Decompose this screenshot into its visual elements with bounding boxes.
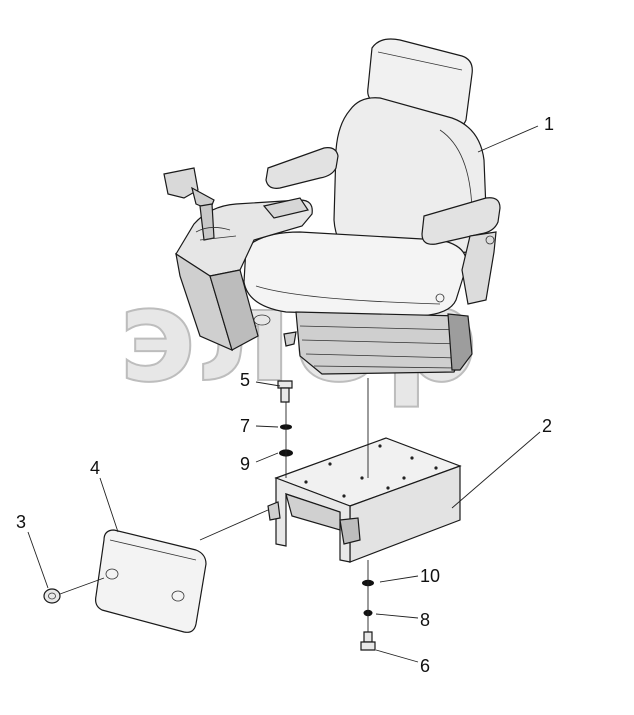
callout-8: 8 xyxy=(420,610,430,630)
leader-lines xyxy=(27,125,541,663)
seat-assembly xyxy=(163,38,501,375)
callout-5: 5 xyxy=(240,370,250,390)
callout-1: 1 xyxy=(544,114,554,134)
cover-plate xyxy=(95,529,207,633)
bolt-5 xyxy=(277,380,293,403)
base-frame xyxy=(267,437,462,563)
callout-7: 7 xyxy=(240,416,250,436)
callout-6: 6 xyxy=(420,656,430,676)
bolt-6 xyxy=(360,631,376,651)
callout-2: 2 xyxy=(542,416,552,436)
callout-9: 9 xyxy=(240,454,250,474)
knob-3 xyxy=(43,588,61,604)
callout-4: 4 xyxy=(90,458,100,478)
callout-10: 10 xyxy=(420,566,440,586)
assembly-lines xyxy=(59,378,369,632)
callout-3: 3 xyxy=(16,512,26,532)
